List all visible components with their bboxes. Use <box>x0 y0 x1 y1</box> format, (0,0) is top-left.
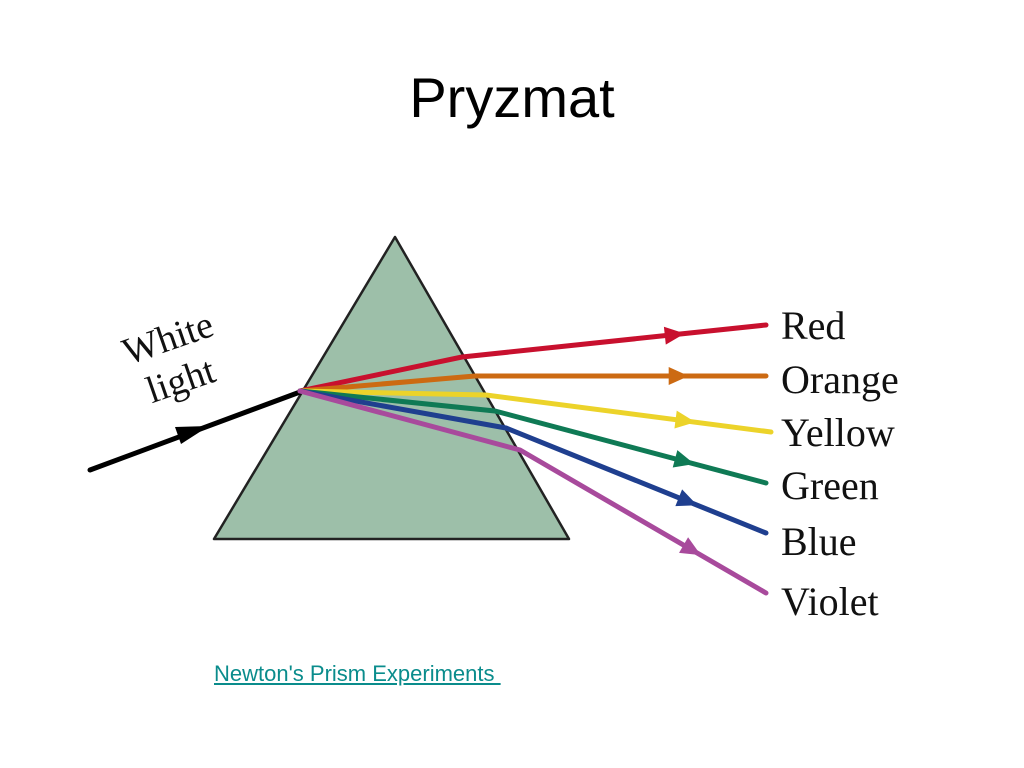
ray-yellow-arrowhead <box>674 410 696 429</box>
newtons-prism-experiments-link[interactable]: Newton's Prism Experiments <box>214 661 501 686</box>
ray-label-yellow: Yellow <box>781 410 895 455</box>
ray-labels: Red Orange Yellow Green Blue Violet <box>781 303 899 624</box>
ray-label-blue: Blue <box>781 519 857 564</box>
white-light-arrowhead <box>175 426 209 444</box>
dispersed-rays <box>297 322 774 596</box>
ray-green-arrowhead <box>672 450 695 468</box>
ray-label-orange: Orange <box>781 357 899 402</box>
ray-orange-arrowhead <box>668 367 689 385</box>
ray-label-violet: Violet <box>781 579 879 624</box>
ray-label-red: Red <box>781 303 845 348</box>
ray-violet-arrowhead <box>679 537 701 556</box>
ray-red-arrowhead <box>663 326 685 345</box>
prism-triangle <box>212 235 571 541</box>
ray-red <box>297 322 769 394</box>
white-light-label: White light <box>117 300 242 415</box>
ray-label-green: Green <box>781 463 879 508</box>
ray-blue-arrowhead <box>675 489 698 507</box>
page-title: Pryzmat <box>409 66 615 129</box>
